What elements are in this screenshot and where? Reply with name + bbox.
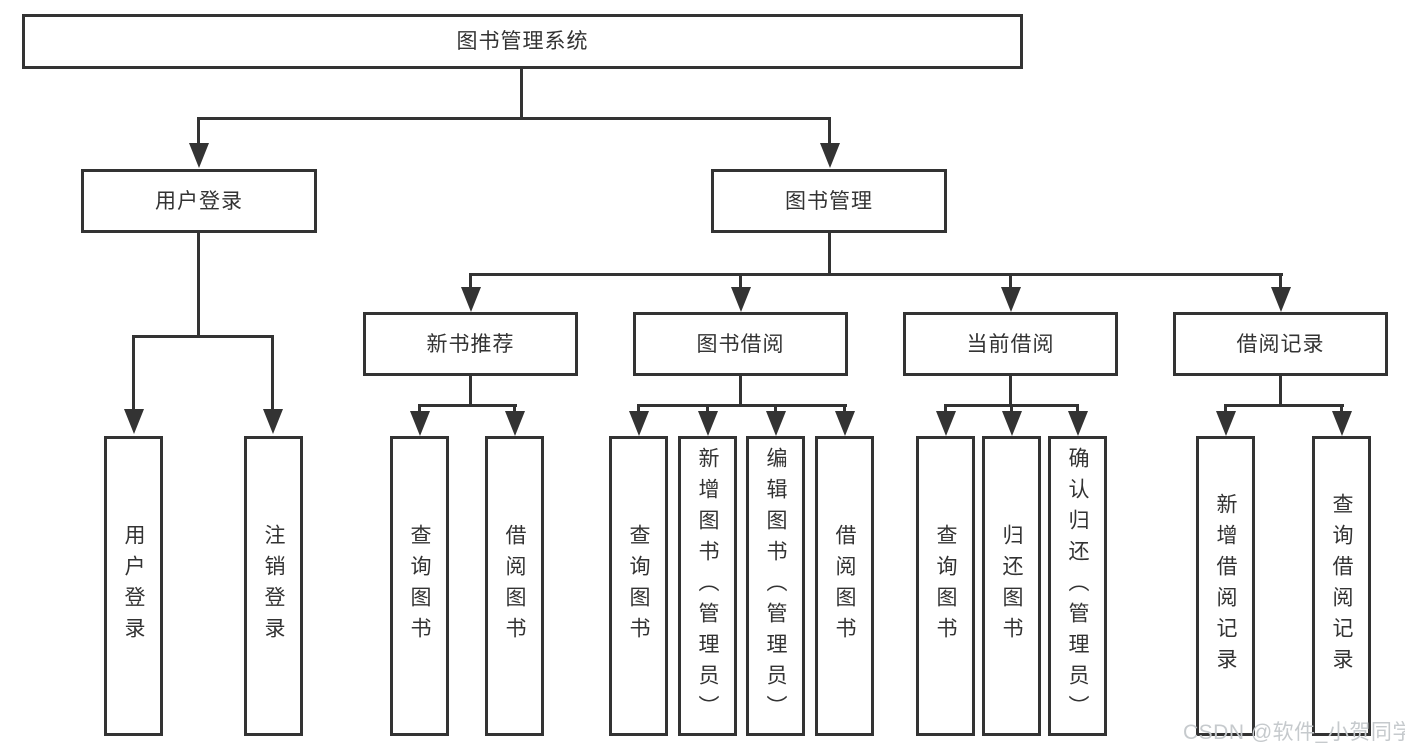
node-label: 查询图书	[627, 524, 650, 648]
connector-line	[1279, 376, 1282, 407]
connector-line	[271, 335, 274, 411]
node-label: 图书管理系统	[456, 30, 589, 53]
connector-line	[1076, 404, 1079, 414]
connector-line	[637, 404, 847, 407]
node-label: 查询借阅记录	[1330, 493, 1353, 679]
node-label: 用户登录	[122, 524, 145, 648]
connector-line	[198, 117, 831, 120]
arrow-down-icon	[629, 411, 649, 436]
leaf-add-borrow-record: 新增借阅记录	[1196, 436, 1255, 736]
arrow-down-icon	[461, 287, 481, 312]
arrow-down-icon	[1332, 411, 1352, 436]
arrow-down-icon	[835, 411, 855, 436]
leaf-return-book: 归还图书	[982, 436, 1041, 736]
connector-line	[132, 335, 135, 411]
arrow-down-icon	[698, 411, 718, 436]
node-new-book-recommend: 新书推荐	[363, 312, 578, 376]
node-current-borrowing: 当前借阅	[903, 312, 1118, 376]
connector-line	[197, 117, 200, 145]
node-label: 新增借阅记录	[1214, 493, 1237, 679]
node-label: 当前借阅	[966, 332, 1055, 356]
leaf-user-login: 用户登录	[104, 436, 163, 736]
connector-line	[1009, 273, 1012, 289]
arrow-down-icon	[410, 411, 430, 436]
connector-line	[828, 233, 831, 276]
csdn-watermark: CSDN @软件_小贺同学	[1183, 721, 1405, 744]
node-book-management: 图书管理	[711, 169, 947, 233]
arrow-down-icon	[124, 409, 144, 434]
arrow-down-icon	[1068, 411, 1088, 436]
node-book-borrowing: 图书借阅	[633, 312, 848, 376]
connector-line	[132, 335, 274, 338]
node-label: 新书推荐	[426, 332, 515, 356]
arrow-down-icon	[1002, 411, 1022, 436]
connector-line	[706, 404, 709, 414]
node-label: 确认归还（管理员）	[1066, 446, 1089, 726]
connector-line	[1224, 404, 1344, 407]
arrow-down-icon	[189, 143, 209, 168]
connector-line	[1010, 404, 1013, 414]
connector-line	[469, 273, 1283, 276]
connector-line	[774, 404, 777, 414]
node-label: 新增图书（管理员）	[696, 446, 719, 726]
leaf-query-books-3: 查询图书	[916, 436, 975, 736]
connector-line	[739, 273, 742, 289]
connector-line	[1279, 273, 1282, 289]
node-label: 用户登录	[155, 189, 243, 213]
connector-line	[197, 233, 200, 338]
arrow-down-icon	[1271, 287, 1291, 312]
arrow-down-icon	[731, 287, 751, 312]
arrow-down-icon	[263, 409, 283, 434]
node-label: 归还图书	[1000, 524, 1023, 648]
arrow-down-icon	[1216, 411, 1236, 436]
node-label: 借阅记录	[1236, 332, 1325, 356]
node-borrowing-records: 借阅记录	[1173, 312, 1388, 376]
connector-line	[418, 404, 517, 407]
arrow-down-icon	[505, 411, 525, 436]
connector-line	[513, 404, 516, 414]
connector-line	[843, 404, 846, 414]
connector-line	[739, 376, 742, 407]
connector-line	[520, 69, 523, 120]
node-label: 借阅图书	[503, 524, 526, 648]
leaf-edit-book-admin: 编辑图书（管理员）	[746, 436, 805, 736]
leaf-add-book-admin: 新增图书（管理员）	[678, 436, 737, 736]
connector-line	[944, 404, 947, 414]
leaf-borrow-books-1: 借阅图书	[485, 436, 544, 736]
node-user-login: 用户登录	[81, 169, 317, 233]
node-label: 图书借阅	[696, 332, 785, 356]
leaf-confirm-return-admin: 确认归还（管理员）	[1048, 436, 1107, 736]
arrow-down-icon	[820, 143, 840, 168]
node-label: 查询图书	[934, 524, 957, 648]
leaf-query-books-2: 查询图书	[609, 436, 668, 736]
node-label: 查询图书	[408, 524, 431, 648]
connector-line	[828, 117, 831, 145]
connector-line	[1224, 404, 1227, 414]
leaf-query-books-1: 查询图书	[390, 436, 449, 736]
arrow-down-icon	[766, 411, 786, 436]
connector-line	[1009, 376, 1012, 407]
leaf-borrow-books-2: 借阅图书	[815, 436, 874, 736]
arrow-down-icon	[1001, 287, 1021, 312]
node-label: 图书管理	[785, 189, 873, 213]
leaf-query-borrow-record: 查询借阅记录	[1312, 436, 1371, 736]
connector-line	[418, 404, 421, 414]
connector-line	[469, 273, 472, 289]
node-label: 编辑图书（管理员）	[764, 446, 787, 726]
arrow-down-icon	[936, 411, 956, 436]
node-label: 注销登录	[262, 524, 285, 648]
connector-line	[1340, 404, 1343, 414]
node-root: 图书管理系统	[22, 14, 1023, 69]
leaf-logout: 注销登录	[244, 436, 303, 736]
connector-line	[637, 404, 640, 414]
connector-line	[469, 376, 472, 407]
node-label: 借阅图书	[833, 524, 856, 648]
